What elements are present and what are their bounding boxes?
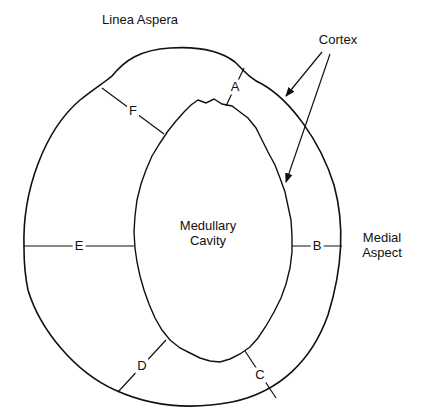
tissue-label: Cortex — [319, 33, 357, 48]
medullary-cavity-outline — [134, 99, 292, 362]
region-label: Medullary Cavity — [166, 219, 250, 249]
callout-letter: A — [229, 80, 242, 95]
leader-line-f — [102, 88, 164, 134]
callout-letter: E — [73, 239, 86, 254]
callout-letter: B — [311, 239, 324, 254]
leader-line-d — [118, 340, 166, 392]
cortex-arrow-inner — [286, 54, 330, 182]
cortex-arrow-outer — [286, 52, 322, 96]
outer-cortex-outline — [24, 48, 341, 406]
callout-letter: C — [253, 368, 266, 383]
direction-label: Medial Aspect — [352, 231, 412, 261]
callout-letter: F — [127, 104, 139, 119]
leader-line-a — [226, 68, 244, 106]
callout-letter: D — [135, 359, 148, 374]
region-label: Linea Aspera — [102, 13, 178, 28]
leader-line-c — [245, 351, 276, 398]
